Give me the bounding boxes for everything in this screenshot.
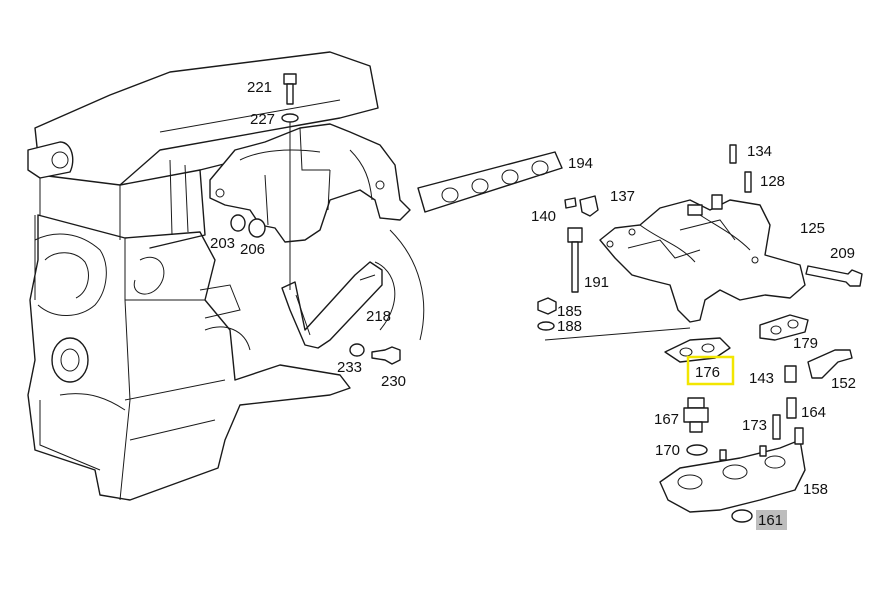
callout-179[interactable]: 179: [793, 335, 818, 352]
plug-143: [784, 365, 797, 383]
intake-manifold-125: [599, 194, 806, 323]
callout-173[interactable]: 173: [742, 417, 767, 434]
nut-185: [537, 297, 557, 315]
fitting-167: [683, 397, 709, 433]
callout-134[interactable]: 134: [747, 143, 772, 160]
callout-194[interactable]: 194: [568, 155, 593, 172]
washer-188: [537, 321, 555, 331]
callout-164[interactable]: 164: [801, 404, 826, 421]
nut-203: [230, 214, 246, 232]
callout-161[interactable]: 161: [758, 512, 783, 529]
selected-part-highlight: [686, 355, 735, 386]
hose-152: [807, 349, 853, 379]
callout-191[interactable]: 191: [584, 274, 609, 291]
stud-173: [772, 414, 781, 440]
callout-170[interactable]: 170: [655, 442, 680, 459]
callout-143[interactable]: 143: [749, 370, 774, 387]
bracket-218: [281, 229, 425, 349]
pin-164: [786, 397, 797, 419]
callout-203[interactable]: 203: [210, 235, 235, 252]
pin-128: [744, 171, 752, 193]
callout-158[interactable]: 158: [803, 481, 828, 498]
callout-221[interactable]: 221: [247, 79, 272, 96]
gasket-176: [664, 337, 731, 363]
installed-manifold: [209, 123, 411, 243]
gasket-179: [759, 314, 809, 341]
callout-227[interactable]: 227: [250, 111, 275, 128]
bolt-221: [283, 73, 297, 105]
clamp-137: [579, 195, 599, 217]
bolt-230: [371, 346, 401, 365]
callout-230[interactable]: 230: [381, 373, 406, 390]
callout-233[interactable]: 233: [337, 359, 362, 376]
washer-227: [281, 113, 299, 123]
callout-140[interactable]: 140: [531, 208, 556, 225]
callout-185[interactable]: 185: [557, 303, 582, 320]
callout-137[interactable]: 137: [610, 188, 635, 205]
screw-140: [564, 197, 577, 209]
secondary-part-highlight: [756, 510, 787, 530]
callout-188[interactable]: 188: [557, 318, 582, 335]
callout-206[interactable]: 206: [240, 241, 265, 258]
callout-152[interactable]: 152: [831, 375, 856, 392]
washer-233: [349, 343, 365, 357]
engine-block: [27, 51, 379, 501]
callout-167[interactable]: 167: [654, 411, 679, 428]
gasket-194: [417, 151, 563, 213]
bolt-191: [567, 227, 583, 293]
plug-161: [731, 509, 753, 523]
callout-128[interactable]: 128: [760, 173, 785, 190]
washer-170: [686, 444, 708, 456]
stud-134: [729, 144, 737, 164]
callout-218[interactable]: 218: [366, 308, 391, 325]
nut-206: [248, 218, 266, 238]
callouts: 221 227 194 134 128 137 140 125 209 203 …: [210, 79, 856, 530]
callout-125[interactable]: 125: [800, 220, 825, 237]
housing-158: [659, 427, 806, 513]
callout-209[interactable]: 209: [830, 245, 855, 262]
bolt-209: [805, 265, 863, 287]
callout-176[interactable]: 176: [695, 364, 720, 381]
